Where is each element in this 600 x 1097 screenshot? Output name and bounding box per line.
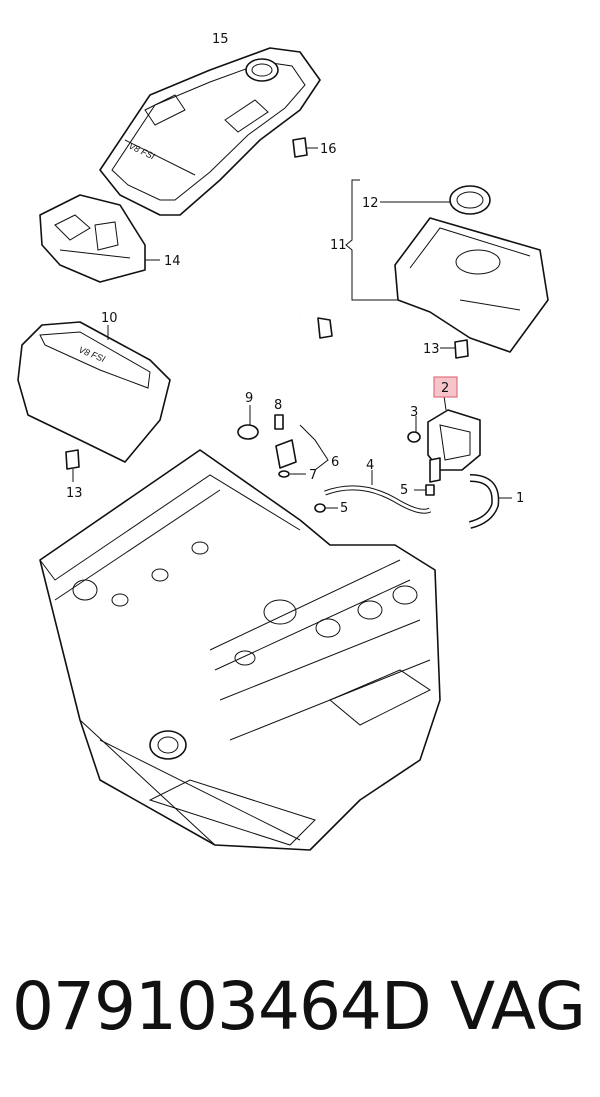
callout-11: 11 — [330, 238, 347, 253]
engine-cover-part-11[interactable] — [394, 217, 549, 353]
hose-part-1[interactable] — [468, 474, 512, 529]
plug-part-9[interactable] — [237, 405, 259, 440]
brand-label: VAG — [449, 968, 586, 1045]
callout-1: 1 — [516, 491, 524, 506]
group-bracket-6 — [299, 424, 329, 471]
callout-13-right: 13 — [423, 342, 440, 357]
oring-part-3[interactable] — [407, 416, 421, 443]
seal-part-5-right[interactable] — [414, 484, 435, 496]
callout-7: 7 — [309, 468, 317, 483]
callout-13-left: 13 — [66, 486, 83, 501]
engine-block — [39, 449, 441, 851]
callout-14: 14 — [164, 254, 181, 269]
callout-5-right: 5 — [400, 483, 408, 498]
bracket-part-14[interactable] — [39, 194, 160, 283]
callout-4: 4 — [366, 458, 374, 473]
callout-5-left: 5 — [340, 501, 348, 516]
bolt-part-8[interactable] — [274, 414, 284, 430]
clip-part-13-left[interactable] — [65, 449, 80, 482]
clip-part-13-right[interactable] — [454, 339, 469, 359]
callout-16: 16 — [320, 142, 337, 157]
oil-separator-part-2[interactable] — [427, 395, 481, 483]
exploded-parts-diagram: V8 FSI V8 FSI — [17, 32, 549, 851]
callout-9: 9 — [245, 391, 253, 406]
breather-hose-part-6[interactable] — [275, 317, 333, 469]
callout-10: 10 — [101, 311, 118, 326]
highlight-box-2 — [433, 376, 458, 398]
callout-3: 3 — [410, 405, 418, 420]
emblem-part-12[interactable] — [449, 185, 491, 215]
engine-cover-part-15[interactable]: V8 FSI — [99, 47, 321, 216]
callout-15: 15 — [212, 32, 229, 47]
callout-8: 8 — [274, 398, 282, 413]
seal-part-5-left[interactable] — [314, 503, 338, 513]
engine-cover-part-10[interactable]: V8 FSI — [17, 321, 171, 463]
callout-6: 6 — [331, 455, 339, 470]
hose-part-4[interactable] — [324, 470, 432, 514]
clip-part-16[interactable] — [292, 137, 318, 158]
footer: 079103464D VAG — [0, 968, 600, 1078]
callout-2: 2 — [441, 381, 449, 396]
part-number: 079103464D — [12, 968, 432, 1045]
callout-12: 12 — [362, 196, 379, 211]
group-bracket-11 — [345, 179, 398, 301]
seal-part-7[interactable] — [278, 470, 306, 478]
